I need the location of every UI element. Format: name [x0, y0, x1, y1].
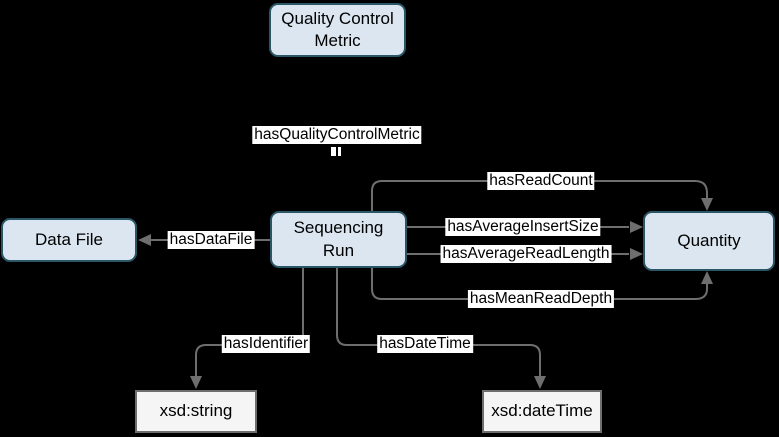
edge-label-has-date-time[interactable]: hasDateTime: [377, 335, 473, 353]
node-quantity[interactable]: Quantity: [643, 211, 775, 271]
edge-has-date-time[interactable]: [336, 268, 546, 389]
arrowhead-down-icon: [701, 198, 713, 211]
node-xsd-datetime[interactable]: xsd:dateTime: [482, 390, 602, 433]
arrowhead-right-icon: [630, 221, 643, 233]
node-data-file[interactable]: Data File: [1, 218, 137, 262]
edge-label-has-average-read-length[interactable]: hasAverageReadLength: [440, 245, 612, 263]
arrowhead-down-icon: [190, 376, 202, 389]
edge-label-has-average-insert-size[interactable]: hasAverageInsertSize: [445, 218, 601, 236]
edge-label-has-mean-read-depth[interactable]: hasMeanReadDepth: [467, 290, 615, 308]
edge-line-tick: [336, 147, 338, 156]
edge-label-has-read-count[interactable]: hasReadCount: [487, 172, 595, 190]
edge-has-identifier[interactable]: [190, 268, 304, 389]
edge-label-has-identifier[interactable]: hasIdentifier: [221, 335, 311, 353]
arrowhead-down-icon: [534, 376, 546, 389]
edge-label-has-quality-control-metric[interactable]: hasQualityControlMetric: [252, 126, 422, 144]
node-sequencing-run[interactable]: Sequencing Run: [270, 211, 407, 268]
arrowhead-up-icon: [701, 271, 713, 284]
node-quality-control-metric[interactable]: Quality Control Metric: [269, 3, 406, 57]
node-xsd-string[interactable]: xsd:string: [135, 390, 257, 433]
arrowhead-left-icon: [138, 234, 151, 246]
arrowhead-right-icon: [630, 248, 643, 260]
edge-label-has-data-file[interactable]: hasDataFile: [167, 231, 255, 249]
